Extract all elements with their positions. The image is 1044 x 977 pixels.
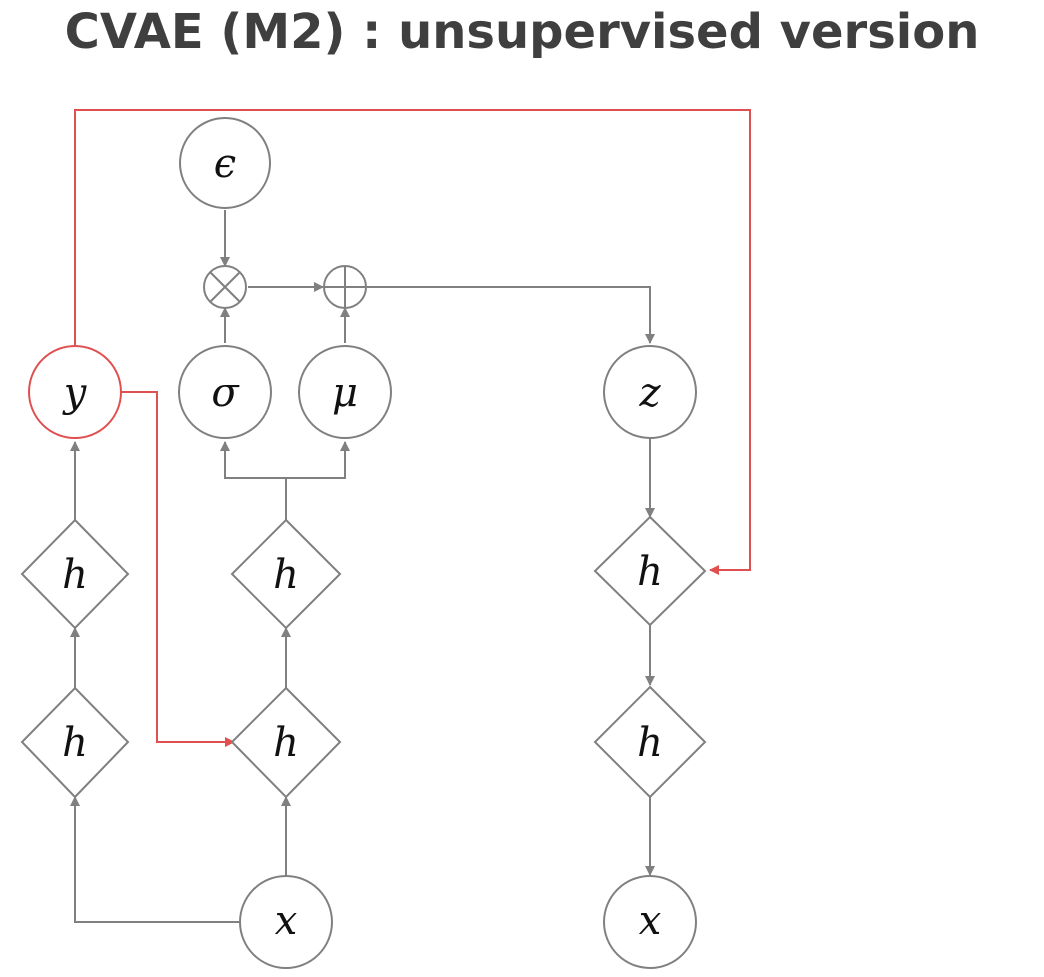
h-dec-upper-node: h: [593, 515, 707, 627]
h-enc-y-upper-label: h: [62, 552, 88, 598]
h-dec-upper-label: h: [637, 549, 663, 595]
h-enc-z-upper-node: h: [230, 518, 342, 630]
y-to-decoder-connector: [74, 109, 751, 575]
y-label: y: [62, 370, 88, 416]
x-to-h-y-arrow: [70, 796, 240, 923]
h-enc-y-lower-label: h: [62, 720, 88, 766]
sigma-label: σ: [211, 370, 240, 416]
z-node: z: [603, 345, 697, 439]
x-input-label: x: [275, 898, 298, 944]
h-to-mu-arrow: [286, 441, 350, 479]
multiply-operator: [203, 265, 247, 309]
x-output-node: x: [603, 875, 697, 969]
add-operator: [323, 265, 367, 309]
h-enc-z-lower-node: h: [230, 686, 342, 799]
h-dec-lower-label: h: [637, 720, 663, 766]
epsilon-node: ϵ: [179, 117, 271, 209]
y-to-encoder-h-connector: [121, 391, 235, 747]
y-node: y: [28, 345, 122, 439]
mu-node: μ: [298, 345, 392, 439]
x-input-node: x: [239, 875, 333, 969]
h-enc-y-lower-node: h: [20, 686, 130, 799]
epsilon-label: ϵ: [214, 141, 236, 187]
h-enc-z-upper-label: h: [273, 552, 299, 598]
h-enc-y-upper-node: h: [20, 518, 130, 630]
z-label: z: [638, 370, 661, 416]
h-dec-lower-node: h: [593, 685, 707, 799]
mu-label: μ: [332, 370, 358, 416]
add-to-z-arrow: [367, 286, 655, 344]
diagram-title: CVAE (M2) : unsupervised version: [64, 4, 980, 60]
h-enc-z-lower-label: h: [273, 720, 299, 766]
h-to-sigma-arrow: [220, 441, 287, 520]
x-output-label: x: [639, 898, 662, 944]
sigma-node: σ: [178, 345, 272, 439]
